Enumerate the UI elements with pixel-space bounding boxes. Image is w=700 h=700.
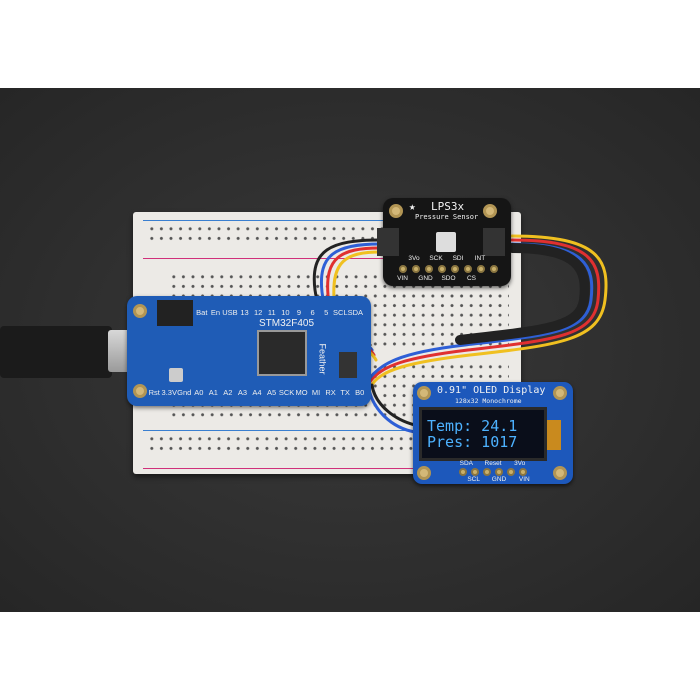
oled-line-pres: Pres: 1017 — [427, 433, 518, 451]
pin-label: A4 — [252, 388, 262, 397]
pin-label: VIN — [397, 275, 408, 282]
oled-title: 0.91" OLED Display — [437, 385, 546, 396]
pin-label: CS — [466, 275, 477, 282]
pin-label: 12 — [253, 308, 263, 317]
pin-label: USB — [222, 308, 238, 317]
oled-line-temp: Temp: 24.1 — [427, 417, 518, 435]
pin-label: SCK — [278, 388, 295, 397]
chip-label: STM32F405 — [259, 318, 315, 329]
pin-label: Gnd — [177, 388, 192, 397]
mounting-hole — [133, 304, 147, 318]
oled-display-board: 0.91" OLED Display 128x32 Monochrome Tem… — [413, 382, 573, 484]
stemma-connector — [483, 228, 505, 256]
mounting-hole — [133, 384, 147, 398]
wire-blue — [362, 242, 594, 390]
wire-black-sleeve — [455, 243, 590, 345]
rail-line-blue — [143, 430, 511, 431]
pin-label: 9 — [296, 308, 302, 317]
pin-label: 13 — [240, 308, 249, 317]
wire-yellow — [370, 234, 608, 387]
pin-label: SDA — [347, 308, 364, 317]
rail-line-red — [143, 468, 511, 469]
pin-label: Rst — [148, 388, 160, 397]
mounting-hole — [553, 466, 567, 480]
pin-label: Reset — [484, 460, 502, 467]
oled-bottom-pins: SCL GND VIN — [461, 476, 537, 483]
pin-label: RX — [325, 388, 336, 397]
pin-label: 10 — [281, 308, 290, 317]
oled-top-pins: SDA Reset 3Vo — [453, 460, 533, 467]
pin-label: 3.3V — [161, 388, 177, 397]
pin-label: MI — [311, 388, 321, 397]
mounting-hole — [553, 386, 567, 400]
pin-label: SCL — [467, 476, 480, 483]
brand-label: Feather — [317, 343, 328, 375]
sensor-bottom-pins: VIN GND SDO CS — [391, 275, 483, 282]
pressure-sensor-chip — [436, 232, 456, 252]
pin-label: VIN — [518, 476, 530, 483]
pin-label: TX — [340, 388, 350, 397]
reset-button[interactable] — [169, 368, 183, 382]
pin-label: SCK — [429, 255, 443, 262]
pin-label: MO — [295, 388, 308, 397]
mounting-hole — [417, 386, 431, 400]
usb-cable — [0, 326, 112, 378]
pin-label: B0 — [355, 388, 365, 397]
oled-subtitle: 128x32 Monochrome — [455, 397, 522, 405]
rail-line-blue — [143, 220, 511, 221]
oled-screen: Temp: 24.1 Pres: 1017 — [419, 407, 547, 461]
battery-connector — [157, 300, 193, 326]
pin-label: GND — [491, 476, 507, 483]
oled-pads — [459, 468, 527, 476]
pin-label: 11 — [267, 308, 276, 317]
flex-cable — [547, 420, 561, 450]
mounting-hole — [483, 204, 497, 218]
lps3x-sensor-board: ★ LPS3x Pressure Sensor 3Vo SCK SDI INT VIN… — [377, 198, 511, 286]
star-logo-icon: ★ — [409, 200, 416, 213]
sensor-title: LPS3x — [431, 200, 465, 213]
pin-label: 5 — [324, 308, 329, 317]
mounting-hole — [389, 204, 403, 218]
sensor-top-pins: 3Vo SCK SDI INT — [403, 255, 491, 262]
pin-label: SDA — [459, 460, 474, 467]
wire-black — [370, 383, 417, 427]
pin-label: A5 — [266, 388, 277, 397]
pin-label: 3Vo — [408, 255, 420, 262]
pin-label: Bat — [196, 308, 208, 317]
pin-label: 3Vo — [514, 460, 526, 467]
pin-label: SDI — [452, 255, 464, 262]
pin-label: 6 — [310, 308, 315, 317]
pin-label: INT — [474, 255, 486, 262]
pin-label: A1 — [208, 388, 218, 397]
mounting-hole — [417, 466, 431, 480]
wire-red — [366, 238, 601, 387]
pin-label: A0 — [194, 388, 204, 397]
sensor-pads — [399, 265, 498, 273]
pin-label: En — [210, 308, 221, 317]
stemma-connector — [377, 228, 399, 256]
pin-label: A2 — [223, 388, 233, 397]
pin-label: SCL — [333, 308, 348, 317]
stemma-connector — [339, 352, 357, 378]
pin-label: GND — [418, 275, 433, 282]
pin-label: A3 — [237, 388, 248, 397]
pin-label: SDO — [441, 275, 456, 282]
sensor-subtitle: Pressure Sensor — [415, 213, 479, 221]
mcu-chip — [257, 330, 307, 376]
